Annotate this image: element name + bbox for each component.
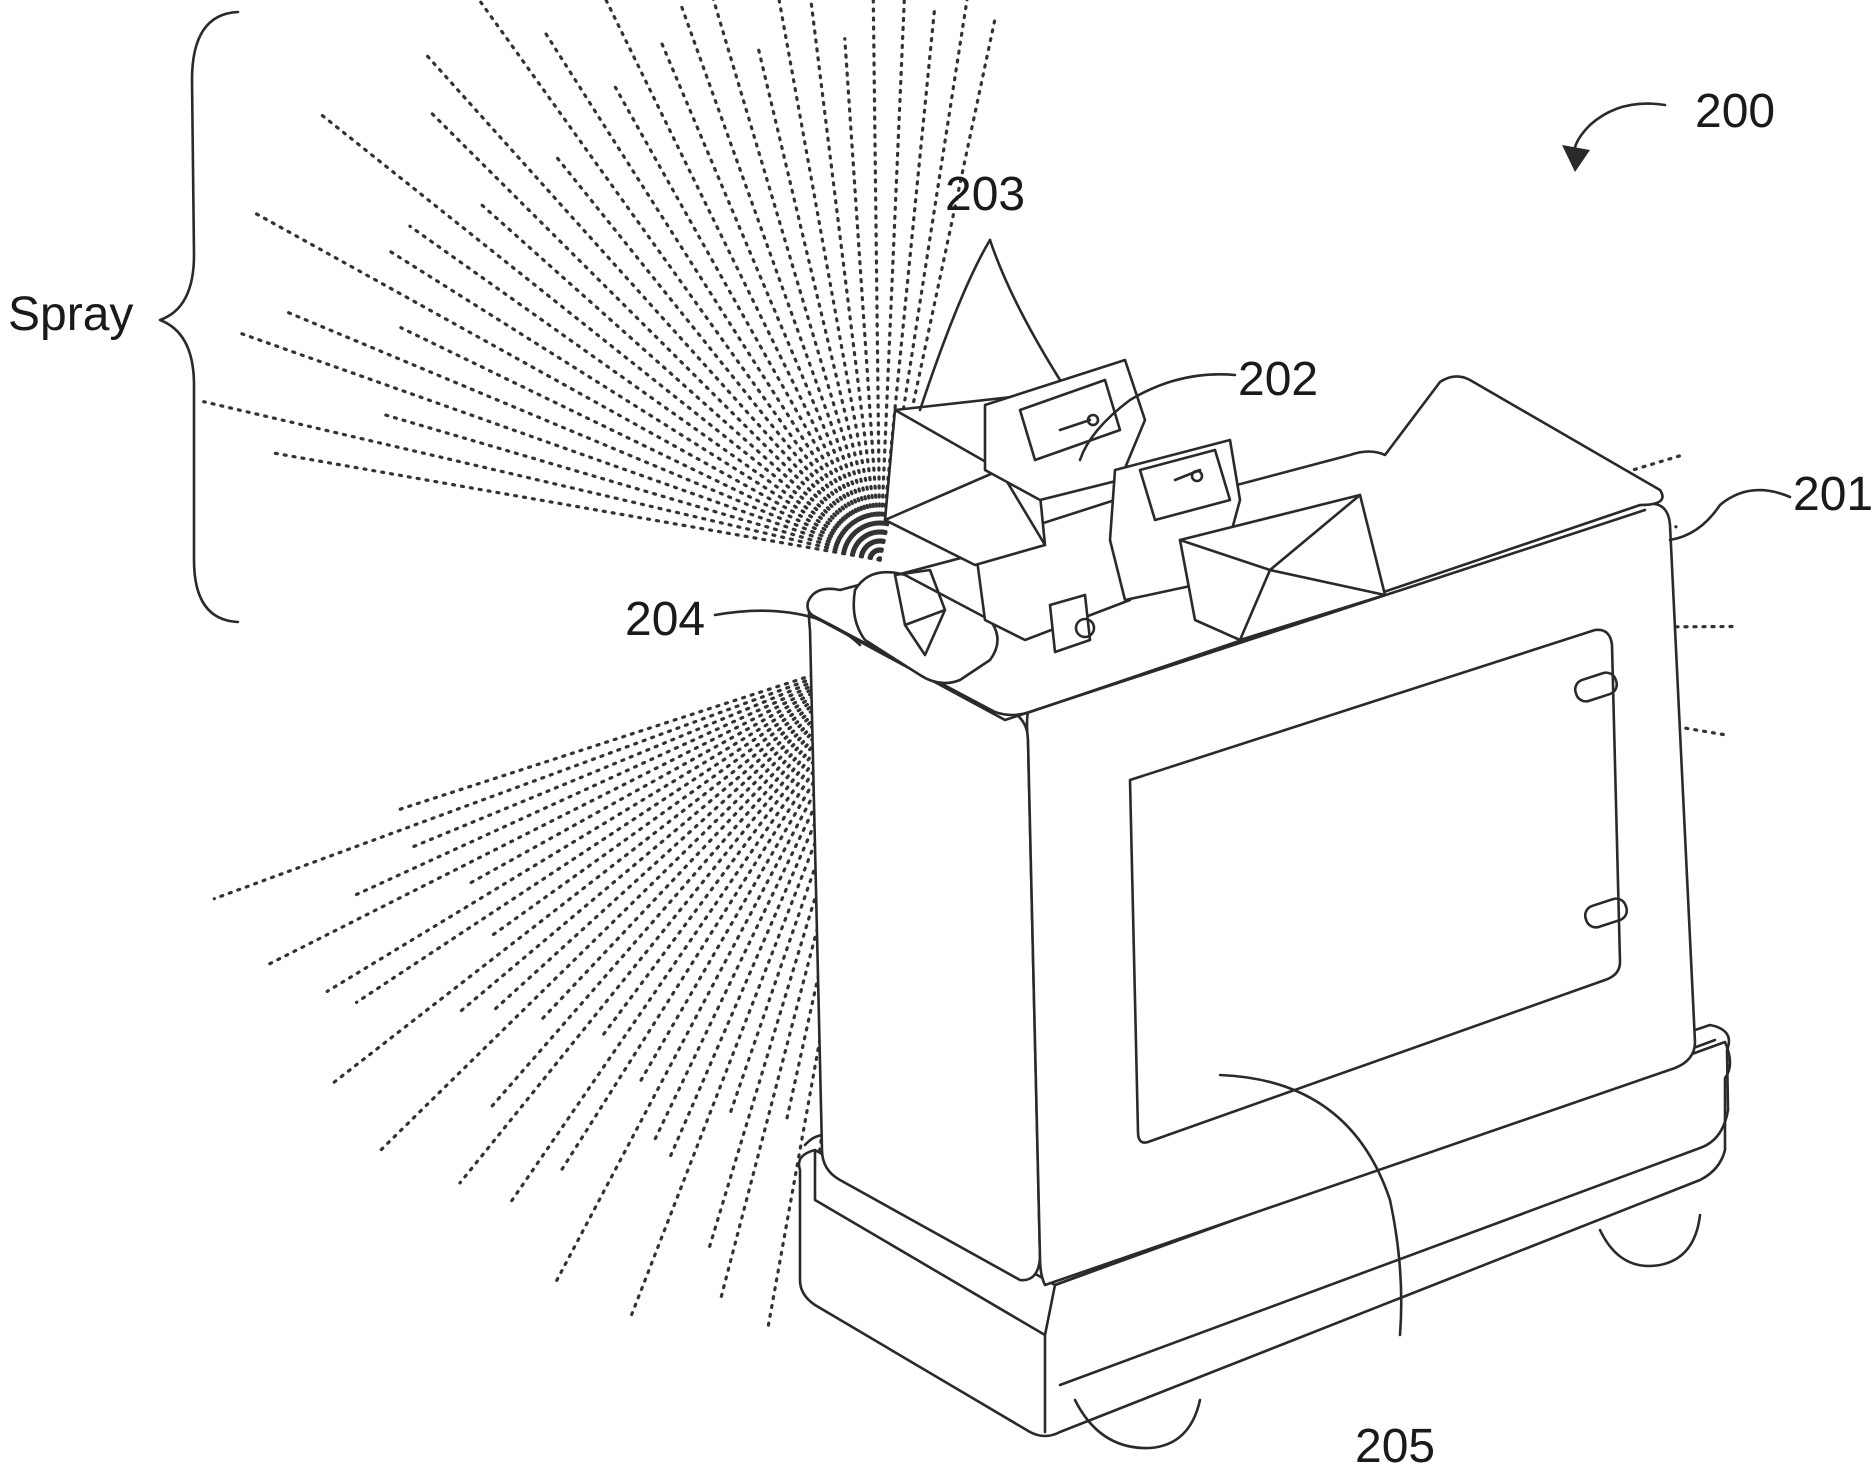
robot-body <box>797 358 1732 1450</box>
spray-ray <box>378 411 882 562</box>
spray-ray <box>604 0 882 562</box>
spray-ray <box>552 152 882 562</box>
spray-ray <box>678 0 882 562</box>
spray-ray <box>542 30 882 562</box>
leader-201 <box>1668 488 1792 542</box>
spray-ray <box>756 44 882 562</box>
spray-ray <box>212 648 892 901</box>
label-205: 205 <box>1355 1420 1435 1470</box>
side-panel <box>1128 628 1622 1144</box>
spray-left-fan <box>202 0 997 562</box>
spray-ray <box>329 648 892 1087</box>
label-200: 200 <box>1695 85 1775 138</box>
spray-ray <box>318 112 882 562</box>
spray-brace <box>158 10 240 624</box>
panel-handle-upper <box>1573 671 1619 703</box>
wheel-right <box>1598 1213 1702 1268</box>
label-203: 203 <box>945 168 1025 221</box>
arrow-200-head <box>1562 145 1590 172</box>
spray-ray <box>843 37 882 562</box>
label-201: 201 <box>1793 468 1873 521</box>
right-head-bolt <box>1190 469 1204 483</box>
right-nozzle-box-edges <box>1178 493 1387 642</box>
spray-ray <box>711 0 882 562</box>
spray-ray <box>422 50 882 562</box>
spray-ray <box>239 331 882 562</box>
wheel-left <box>1073 1398 1202 1450</box>
panel-handle-lower <box>1583 897 1629 929</box>
spray-ray <box>809 0 882 562</box>
left-spray-nozzle <box>893 568 947 657</box>
leader-202 <box>1078 373 1237 462</box>
spray-ray <box>408 224 882 562</box>
upper-head-edges <box>1018 378 1122 462</box>
spray-ray <box>265 648 892 967</box>
leader-203-left <box>918 238 992 412</box>
spray-ray <box>706 648 892 1252</box>
spray-ray <box>354 648 892 897</box>
spray-ray <box>325 648 892 994</box>
housing-top-edge <box>818 508 1647 722</box>
label-202: 202 <box>1238 353 1318 406</box>
spray-ray <box>375 648 892 1155</box>
spray-ray <box>613 85 882 562</box>
upper-head-bolt <box>1086 413 1100 427</box>
spray-lower-fan <box>212 648 892 1331</box>
spray-ray <box>427 108 882 562</box>
spray-ray <box>399 326 882 562</box>
label-spray: Spray <box>8 288 133 341</box>
spray-ray <box>477 0 882 562</box>
spray-ray <box>253 211 882 562</box>
leader-205 <box>1218 1073 1403 1337</box>
spray-ray <box>202 400 882 562</box>
lower-nozzle-body <box>1048 593 1092 654</box>
spray-ray <box>354 648 892 1005</box>
spray-ray <box>386 248 882 562</box>
mount-bracket <box>852 570 999 685</box>
leader-204 <box>713 609 862 647</box>
spray-ray <box>478 202 882 562</box>
right-nozzle-box <box>1178 493 1387 642</box>
spray-ray <box>878 0 906 562</box>
spray-ray <box>777 0 882 562</box>
label-204: 204 <box>625 593 705 646</box>
spray-ray <box>407 648 892 850</box>
spray-ray <box>393 648 892 813</box>
leader-203-right <box>988 238 1062 382</box>
lower-nozzle-tip <box>1074 617 1096 639</box>
spray-ray <box>871 0 882 562</box>
spray-ray <box>285 310 882 562</box>
leader-lines <box>158 10 1792 1337</box>
spray-ray <box>458 648 892 1185</box>
